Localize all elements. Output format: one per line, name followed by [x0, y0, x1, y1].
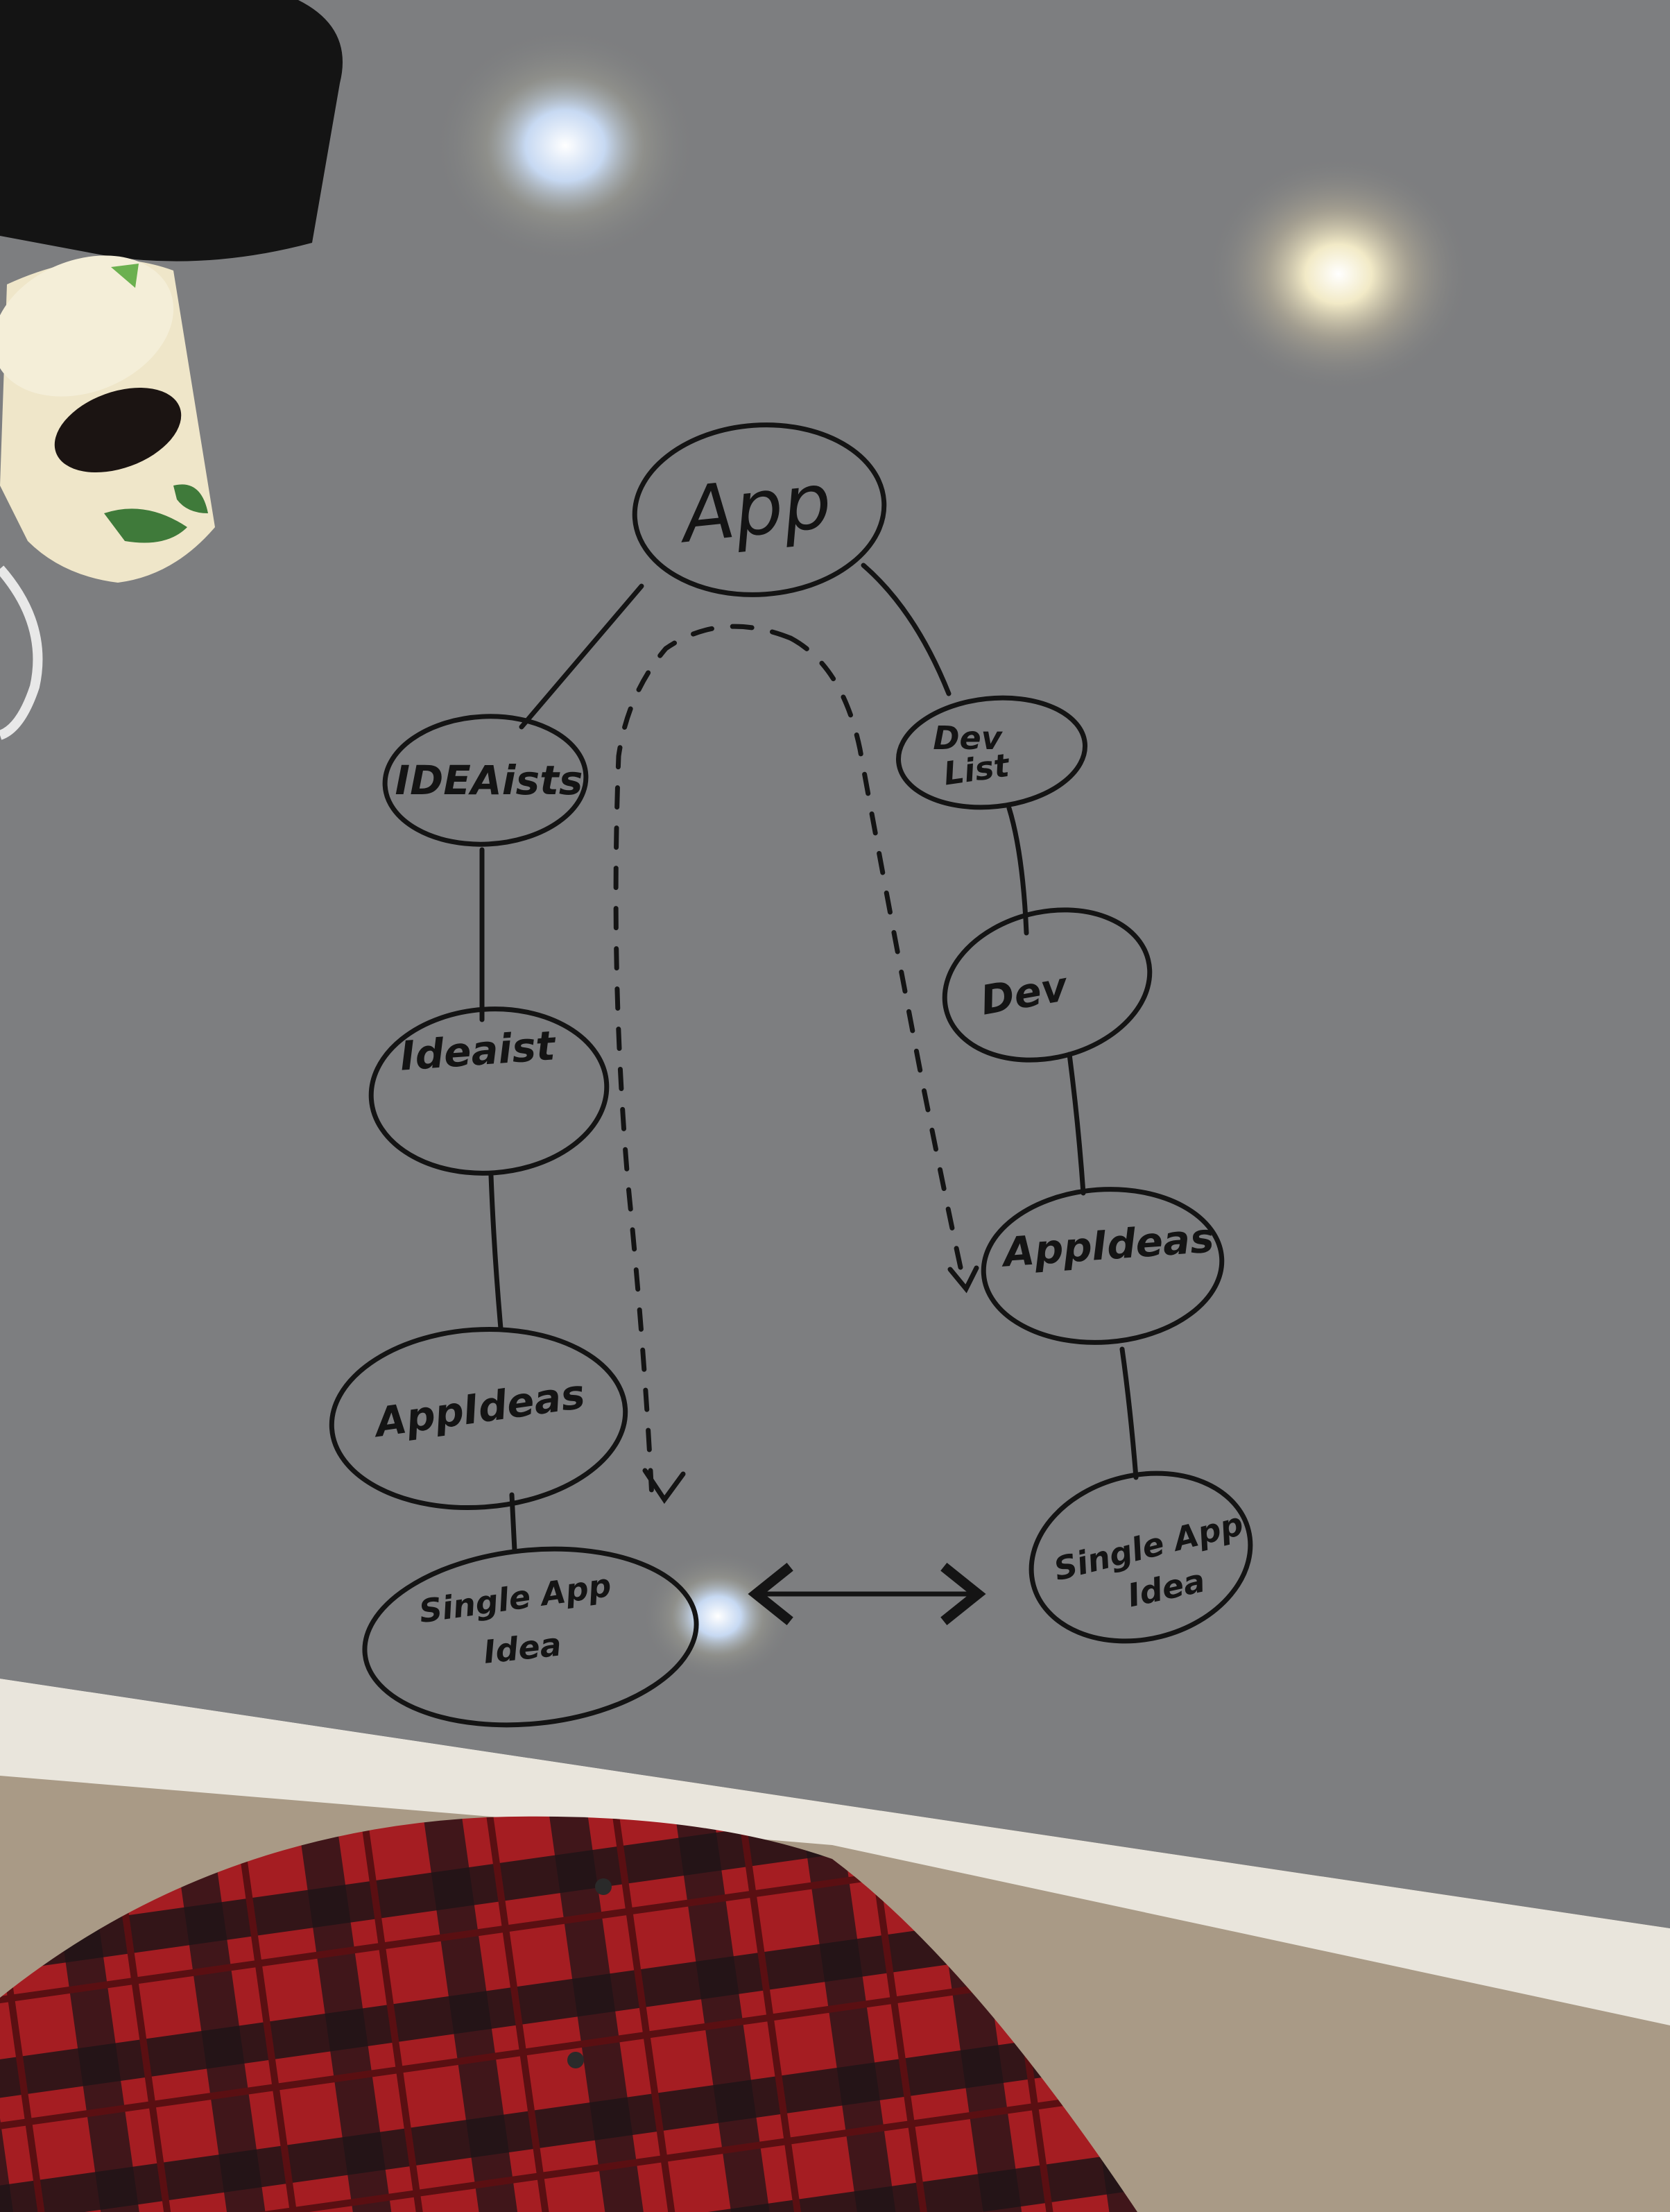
- node-idealists: [382, 714, 589, 847]
- edge-app-idealists: [519, 583, 644, 730]
- node-single-right: [1028, 1471, 1253, 1644]
- node-app: [632, 422, 887, 597]
- node-dev: [942, 907, 1153, 1063]
- node-devlist-label-line1: Dev: [933, 719, 1003, 757]
- node-appideas-right: [981, 1187, 1225, 1345]
- node-single-left-label-line2: Idea: [482, 1625, 563, 1670]
- coffee-cup: [0, 255, 215, 583]
- node-app-label: App: [674, 456, 836, 560]
- ceiling-light-reflection: [1207, 156, 1470, 392]
- edge-dev-appideas-right: [1067, 1052, 1086, 1196]
- ceiling-light-reflection: [433, 28, 697, 264]
- ceiling-light-reflection: [642, 1550, 794, 1682]
- node-devlist: [895, 695, 1088, 810]
- arrowhead-single-left: [642, 1468, 686, 1504]
- node-ideaist-label: Ideaist: [399, 1022, 558, 1080]
- edge-appideas-right-single-right: [1119, 1346, 1139, 1480]
- plaid-shirt: [0, 1816, 1137, 2212]
- black-cloth: [0, 0, 343, 262]
- node-ideaist: [368, 1006, 610, 1176]
- node-single-left: [362, 1546, 699, 1728]
- edge-app-appideas-right-dashed: [788, 635, 967, 1286]
- shirt-button: [567, 2052, 584, 2068]
- edge-ideaist-appideas-left: [488, 1173, 503, 1331]
- edge-app-single-left-dashed: [613, 624, 793, 1501]
- node-appideas-left: [329, 1326, 628, 1511]
- shirt-button: [595, 1878, 612, 1895]
- node-devlist-label-line2: List: [941, 746, 1013, 793]
- edge-app-devlist: [861, 563, 952, 696]
- node-idealists-label: IDEAists: [395, 757, 583, 804]
- arrowhead-appideas-right: [947, 1265, 979, 1294]
- whiteboard-surface: [0, 0, 1670, 1928]
- cable: [0, 565, 43, 740]
